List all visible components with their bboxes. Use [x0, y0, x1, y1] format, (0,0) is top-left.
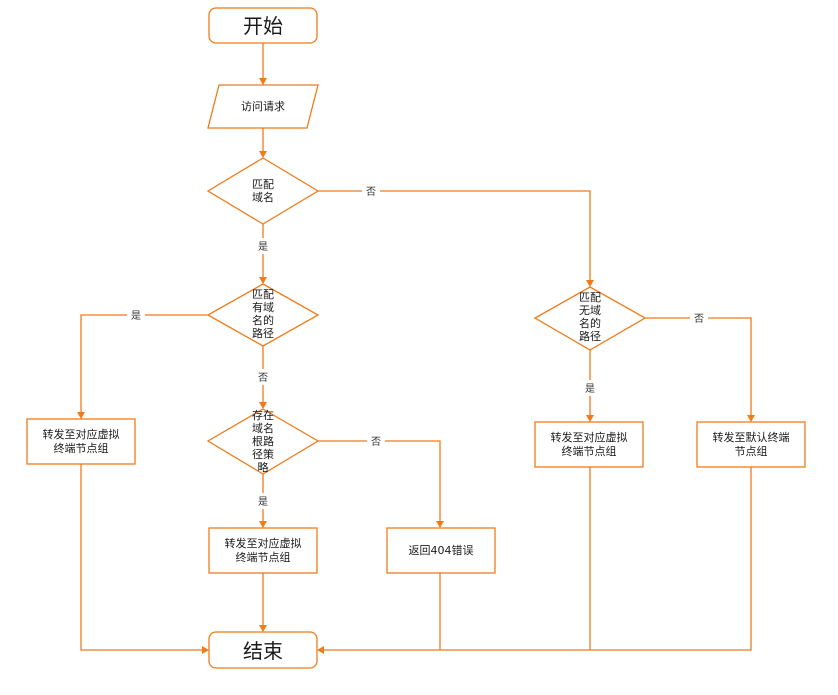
edge-default-forward-to-end [324, 467, 752, 651]
arrowhead [747, 415, 755, 422]
return-404-label: 返回404错误 [409, 543, 474, 557]
forward-mid-line-2: 终端节点组 [236, 550, 291, 564]
edges [77, 43, 755, 654]
forward-default-line-2: 节点组 [735, 444, 768, 458]
arrowhead [259, 402, 267, 409]
forward-mid-line-1: 转发至对应虚拟 [225, 536, 302, 550]
arrowhead [259, 625, 267, 632]
forward-virtual-group-right-node: 转发至对应虚拟 终端节点组 [534, 421, 644, 468]
root-policy-line-1: 存在 [252, 408, 274, 422]
edge-label-path-no-domain-no: 否 [694, 313, 704, 325]
edge-root-policy-no [318, 440, 441, 521]
arrowhead [586, 415, 594, 422]
edge-label-path-with-domain-yes: 是 [131, 310, 141, 322]
edge-path-with-domain-yes [80, 314, 208, 412]
access-request-label: 访问请求 [241, 100, 285, 113]
path-with-domain-line-1: 匹配 [252, 288, 274, 301]
root-path-policy-decision: 存在 域名 根路 径策 略 [206, 408, 320, 475]
end-label: 结束 [243, 639, 283, 663]
edge-path-no-domain-no [645, 317, 752, 415]
forward-left-line-2: 终端节点组 [54, 441, 109, 455]
edge-label-match-domain-no: 否 [366, 186, 376, 198]
path-no-domain-line-4: 路径 [579, 330, 601, 343]
edge-label-match-domain-yes: 是 [258, 241, 268, 253]
root-policy-line-5: 略 [258, 460, 269, 474]
access-request-node: 访问请求 [207, 84, 319, 129]
root-policy-line-2: 域名 [252, 421, 274, 435]
edge-label-path-no-domain-yes: 是 [585, 383, 595, 395]
end-node: 结束 [208, 631, 318, 669]
forward-virtual-group-left-node: 转发至对应虚拟 终端节点组 [26, 418, 136, 465]
forward-left-line-1: 转发至对应虚拟 [43, 427, 120, 441]
forward-virtual-group-mid-node: 转发至对应虚拟 终端节点组 [208, 527, 318, 574]
arrowhead [436, 521, 444, 528]
forward-default-group-node: 转发至默认终端 节点组 [696, 421, 806, 468]
arrowhead [259, 78, 267, 85]
match-path-no-domain-decision: 匹配 无域 名的 路径 [533, 286, 647, 351]
root-policy-line-3: 根路 [252, 434, 274, 448]
match-path-with-domain-decision: 匹配 有域 名的 路径 [206, 283, 320, 347]
edge-label-path-with-domain-no: 否 [258, 372, 268, 384]
path-with-domain-line-4: 路径 [252, 327, 274, 340]
match-domain-line-2: 域名 [252, 190, 274, 204]
start-label: 开始 [243, 14, 283, 38]
return-404-node: 返回404错误 [386, 527, 496, 574]
arrowhead [202, 646, 209, 654]
arrowhead [259, 521, 267, 528]
path-no-domain-line-3: 名的 [579, 316, 601, 330]
start-node: 开始 [208, 7, 318, 44]
arrowhead [317, 646, 324, 654]
root-policy-line-4: 径策 [252, 447, 274, 461]
path-with-domain-line-3: 名的 [252, 313, 274, 327]
arrowhead [259, 277, 267, 284]
path-no-domain-line-1: 匹配 [579, 291, 601, 304]
forward-right-line-2: 终端节点组 [562, 444, 617, 458]
forward-right-line-1: 转发至对应虚拟 [551, 430, 628, 444]
arrowhead [586, 280, 594, 287]
match-domain-line-1: 匹配 [252, 178, 274, 191]
path-no-domain-line-2: 无域 [579, 304, 601, 317]
arrowhead [77, 412, 85, 419]
arrowhead [259, 151, 267, 158]
forward-default-line-1: 转发至默认终端 [713, 430, 790, 444]
edge-label-root-policy-no: 否 [371, 436, 381, 448]
edge-label-root-policy-yes: 是 [258, 496, 268, 508]
edge-labels: 否 是 是 否 否 是 是 否 [127, 183, 708, 509]
edge-left-forward-to-end [80, 464, 202, 651]
match-domain-decision: 匹配 域名 [206, 157, 320, 225]
path-with-domain-line-2: 有域 [252, 300, 274, 314]
edge-match-domain-no [318, 190, 591, 280]
